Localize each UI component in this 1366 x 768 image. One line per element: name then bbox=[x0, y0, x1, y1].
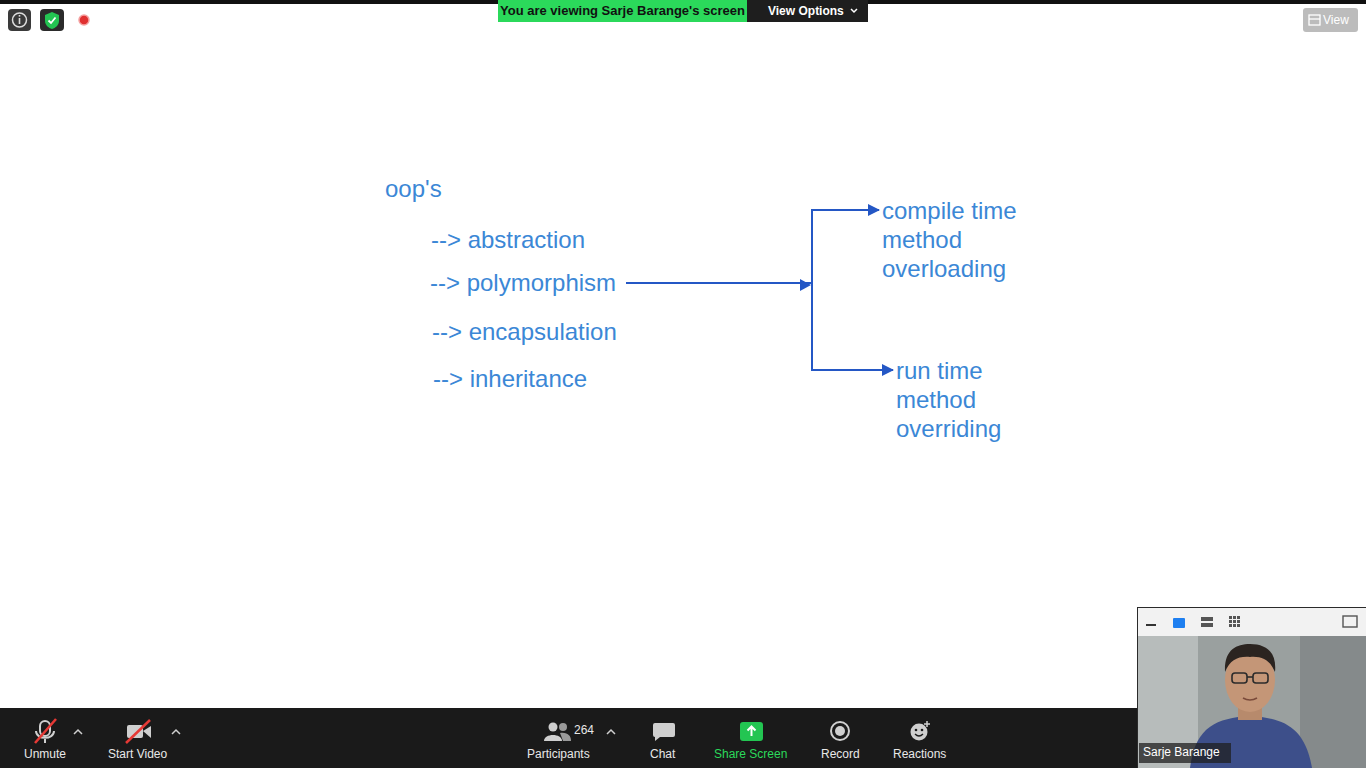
toolbar-label: Participants bbox=[527, 747, 590, 761]
node-text: run time method overriding bbox=[896, 356, 1066, 443]
share-screen-icon bbox=[740, 722, 763, 741]
caret bbox=[74, 730, 82, 734]
chevron bbox=[851, 9, 857, 12]
participants-icon bbox=[544, 723, 571, 742]
reactions-icon bbox=[911, 721, 931, 741]
list-item: --> encapsulation bbox=[432, 317, 617, 346]
menu-button: View Options bbox=[768, 4, 844, 18]
security-icon bbox=[40, 9, 64, 31]
branch-text: run time method overriding bbox=[896, 356, 1066, 443]
toolbar-label: Reactions bbox=[893, 747, 946, 761]
list-item: --> abstraction bbox=[431, 225, 585, 254]
record-icon bbox=[831, 722, 849, 740]
view-options-bg bbox=[747, 0, 868, 22]
info-icon bbox=[8, 9, 31, 31]
caret bbox=[607, 730, 615, 734]
toolbar-label: Start Video bbox=[108, 747, 167, 761]
participant-count: 264 bbox=[574, 723, 594, 737]
toolbar-label: Chat bbox=[650, 747, 675, 761]
camera-icon bbox=[126, 720, 151, 743]
banner-text: You are viewing Sarje Barange's screen bbox=[500, 3, 745, 19]
node-text: --> polymorphism bbox=[430, 269, 616, 297]
list-item: --> polymorphism bbox=[430, 269, 616, 297]
mic-icon bbox=[35, 719, 56, 743]
toolbar-label: Unmute bbox=[24, 747, 66, 761]
participant-name: Sarje Barange bbox=[1143, 745, 1220, 759]
toolbar-label: Record bbox=[821, 747, 860, 761]
view-button: View bbox=[1323, 13, 1349, 27]
list-item: --> inheritance bbox=[433, 364, 587, 393]
chat-icon bbox=[653, 723, 675, 741]
connector-arrow bbox=[626, 210, 879, 283]
junction-arrowhead bbox=[800, 279, 811, 291]
banner bbox=[498, 0, 747, 22]
branch-text: compile time method overloading bbox=[882, 196, 1052, 283]
connector-arrow bbox=[626, 283, 893, 370]
record-dot bbox=[79, 15, 89, 25]
view-button bbox=[1303, 8, 1358, 32]
video-thumbnail bbox=[1137, 607, 1366, 768]
node-text: compile time method overloading bbox=[882, 196, 1052, 283]
heading-text: oop's bbox=[385, 174, 442, 203]
caret bbox=[172, 730, 180, 734]
toolbar-label: Share Screen bbox=[714, 747, 787, 761]
